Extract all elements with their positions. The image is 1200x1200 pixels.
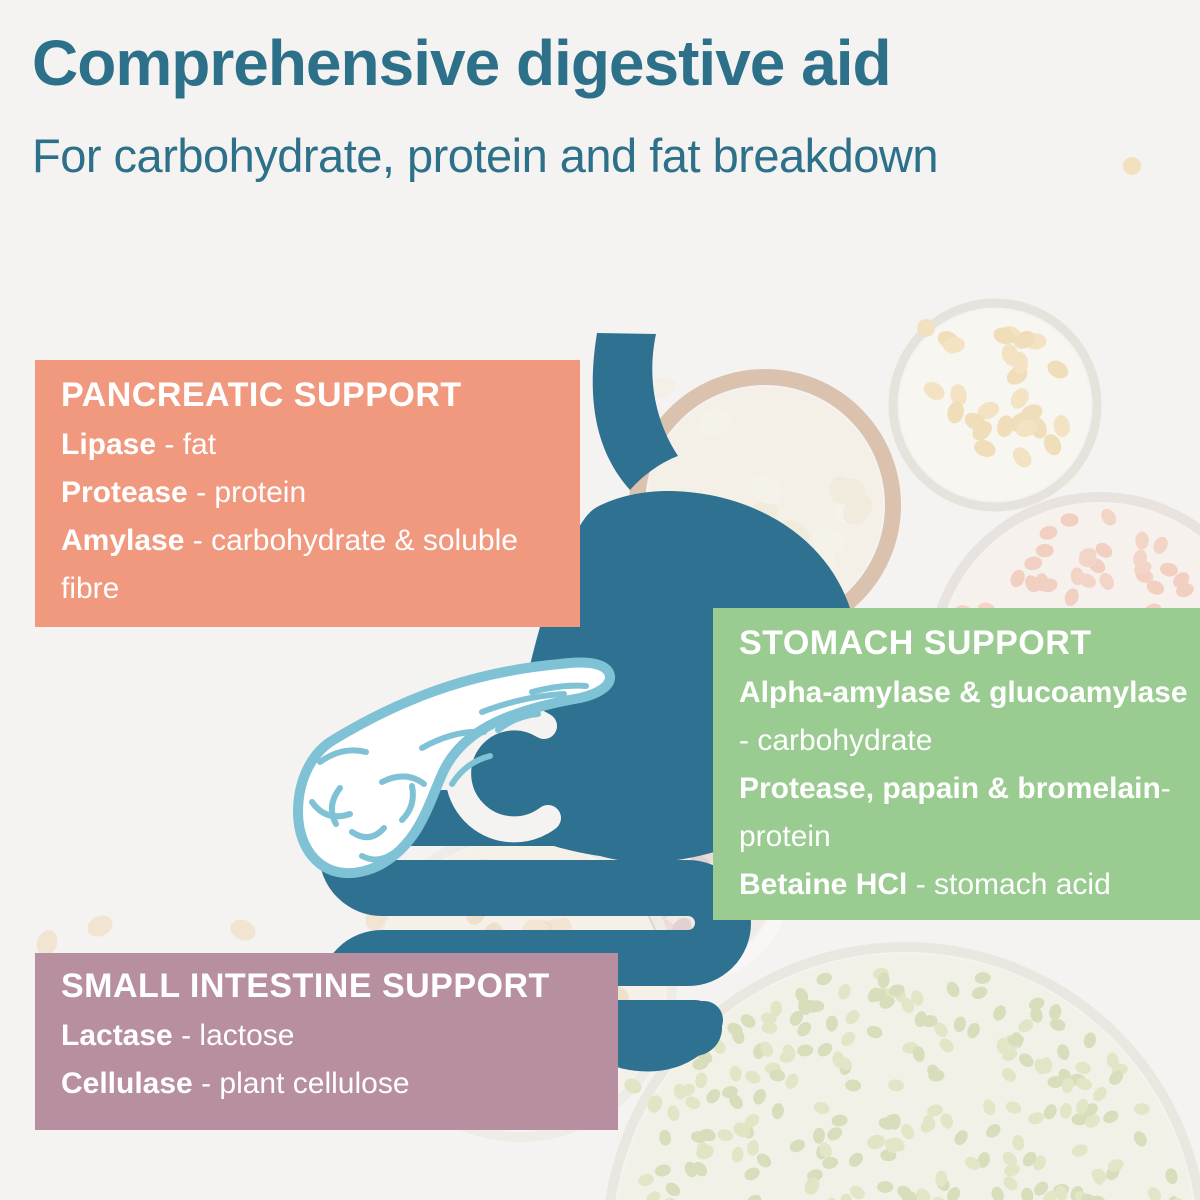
enzyme-name: Alpha-amylase & glucoamylase <box>739 676 1188 709</box>
mung-bean-scattered <box>624 1078 642 1094</box>
page-title: Comprehensive digestive aid <box>32 27 892 99</box>
enzyme-name: Protease, papain & bromelain <box>739 772 1161 805</box>
enzyme-target: - stomach acid <box>907 868 1111 901</box>
yellow-split-peas-bowl <box>888 298 1102 512</box>
mung-bean-scattered <box>696 1144 714 1160</box>
pancreatic-support-title: PANCREATIC SUPPORT <box>61 376 462 414</box>
enzyme-target: - carbohydrate <box>739 724 933 757</box>
chickpea-scattered <box>87 915 113 937</box>
enzyme-item: Lipase - fat <box>61 421 572 469</box>
enzyme-name: Lipase <box>61 428 157 461</box>
chickpea-scattered <box>230 919 256 941</box>
stomach-support-title: STOMACH SUPPORT <box>739 624 1092 662</box>
enzyme-target: - protein <box>739 772 1171 853</box>
pancreas-icon <box>293 657 615 879</box>
mung-bean-scattered <box>867 1134 885 1150</box>
enzyme-item: Protease, papain & bromelain- protein <box>739 765 1192 861</box>
enzyme-item: Betaine HCl - stomach acid <box>739 861 1192 909</box>
stomach-support-box: STOMACH SUPPORT Alpha-amylase & glucoamy… <box>713 608 1200 920</box>
small-intestine-support-box: SMALL INTESTINE SUPPORT Lactase - lactos… <box>35 953 618 1130</box>
enzyme-name: Amylase <box>61 524 185 557</box>
enzyme-item: Lactase - lactose <box>61 1012 610 1060</box>
mung-bean-scattered <box>733 1122 751 1138</box>
enzyme-target: - carbohydrate & soluble fibre <box>61 524 518 605</box>
enzyme-target: - protein <box>187 476 307 509</box>
enzyme-target: - lactose <box>172 1019 295 1052</box>
chickpea-scattered <box>36 930 58 956</box>
enzyme-name: Protease <box>61 476 188 509</box>
yellow-split-pea-scattered <box>1123 157 1141 176</box>
mung-bean-scattered <box>804 1177 820 1195</box>
enzyme-item: Amylase - carbohydrate & soluble fibre <box>61 517 572 613</box>
enzyme-target: - fat <box>156 428 217 461</box>
small-intestine-support-title: SMALL INTESTINE SUPPORT <box>61 967 550 1005</box>
page-subtitle: For carbohydrate, protein and fat breakd… <box>32 129 939 182</box>
enzyme-name: Betaine HCl <box>739 868 908 901</box>
enzyme-item: Cellulase - plant cellulose <box>61 1060 610 1108</box>
mung-beans-bowl <box>605 942 1200 1200</box>
enzyme-target: - plant cellulose <box>192 1067 410 1100</box>
pancreatic-support-box: PANCREATIC SUPPORT Lipase - fat Protease… <box>35 360 580 627</box>
enzyme-item: Protease - protein <box>61 469 572 517</box>
enzyme-item: Alpha-amylase & glucoamylase - carbohydr… <box>739 669 1192 765</box>
mung-bean-scattered <box>647 1095 663 1113</box>
enzyme-name: Cellulase <box>61 1067 193 1100</box>
enzyme-name: Lactase <box>61 1019 173 1052</box>
yellow-split-pea-scattered <box>917 319 935 337</box>
